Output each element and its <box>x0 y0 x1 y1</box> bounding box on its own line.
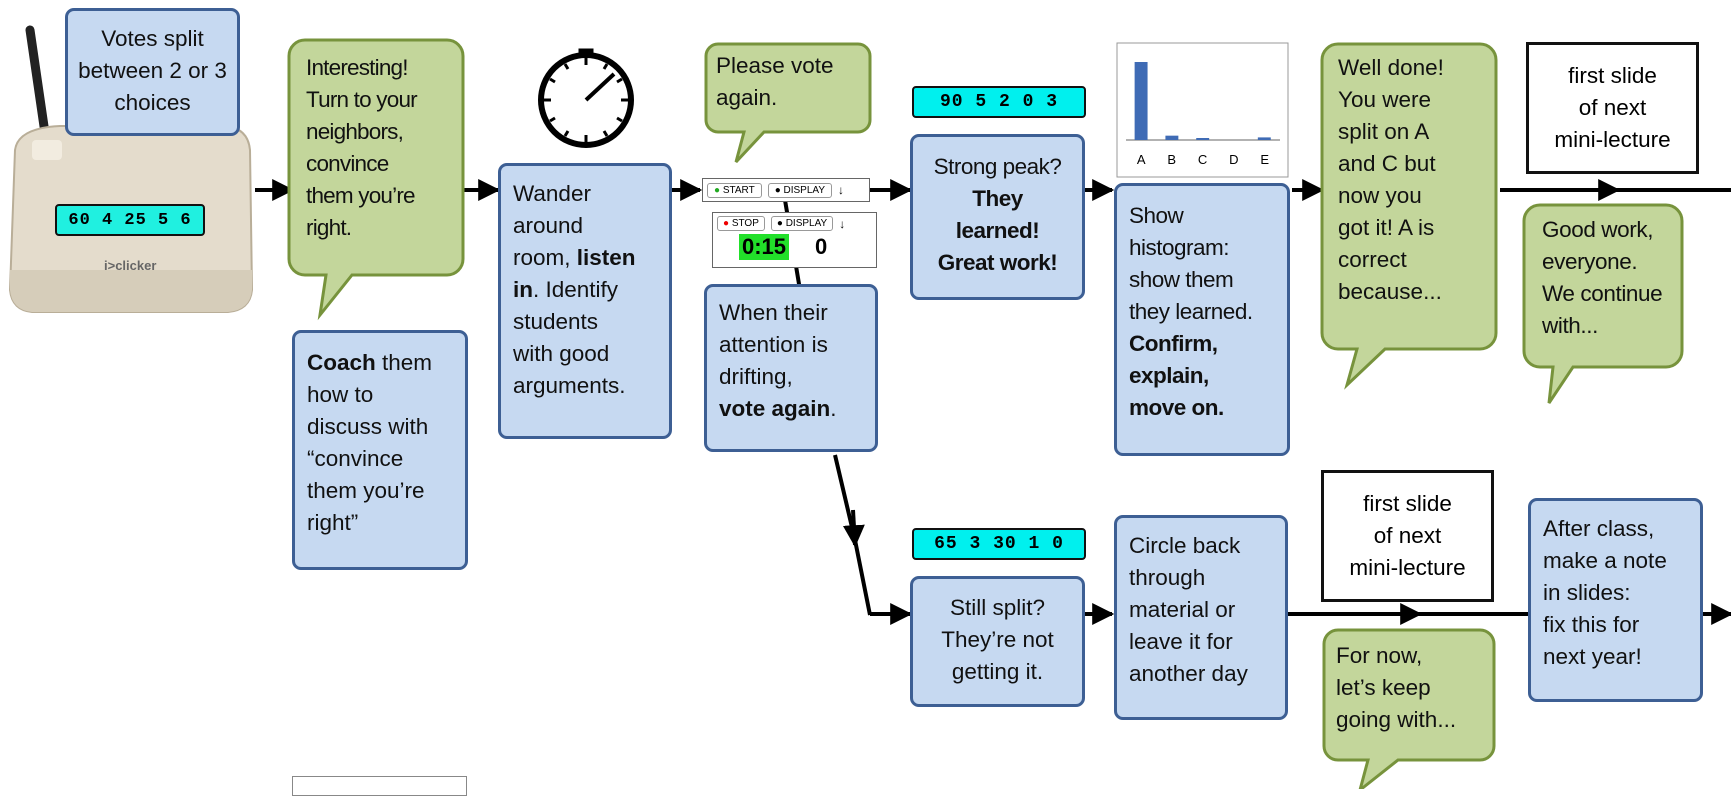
clicker-toolbar-timer: ● STOP ● DISPLAY ↓ 0:15 0 <box>712 212 877 268</box>
histogram-bars <box>1134 62 1271 140</box>
histogram-bar-B <box>1165 135 1179 140</box>
bubble-fornow-shape <box>1322 628 1496 789</box>
red-dot-icon: ● <box>723 218 730 229</box>
timer-readout: 0:15 <box>739 234 790 260</box>
arrow-branch-down <box>842 509 865 548</box>
bubble-interesting-shape <box>287 38 465 321</box>
clicker-toolbar-start: ● START ● DISPLAY ↓ <box>702 178 870 202</box>
bubble-goodwork-shape <box>1522 203 1684 404</box>
clicker-lcd-display: 60 4 25 5 6 <box>55 204 205 236</box>
strong-peak-box: Strong peak?They learned!Great work! <box>910 134 1085 300</box>
bottom-vote-lcd: 65 3 30 1 0 <box>912 528 1086 560</box>
vote-count: 0 <box>815 234 828 259</box>
bubble-welldone-shape <box>1320 42 1498 390</box>
partial-empty-box <box>292 776 467 796</box>
stopwatch-icon <box>538 48 634 148</box>
green-dot-icon: ● <box>714 184 721 196</box>
start-button[interactable]: ● START <box>707 182 762 198</box>
arrow-down-icon-2[interactable]: ↓ <box>839 216 846 231</box>
histogram-bar-C <box>1196 138 1210 140</box>
display-button-2[interactable]: ● DISPLAY <box>770 216 834 231</box>
display-button[interactable]: ● DISPLAY <box>767 182 833 198</box>
note-votes-split: Votes split between 2 or 3 choices <box>65 8 240 136</box>
arrow-down-icon[interactable]: ↓ <box>838 183 845 197</box>
histogram-bar-E <box>1257 137 1271 140</box>
clicker-brand-label: i>clicker <box>104 258 157 273</box>
top-vote-lcd: 90 5 2 0 3 <box>912 86 1086 118</box>
stop-button[interactable]: ● STOP <box>717 216 765 231</box>
histogram-bar-A <box>1134 62 1148 140</box>
bubble-please-vote-shape <box>704 42 872 164</box>
